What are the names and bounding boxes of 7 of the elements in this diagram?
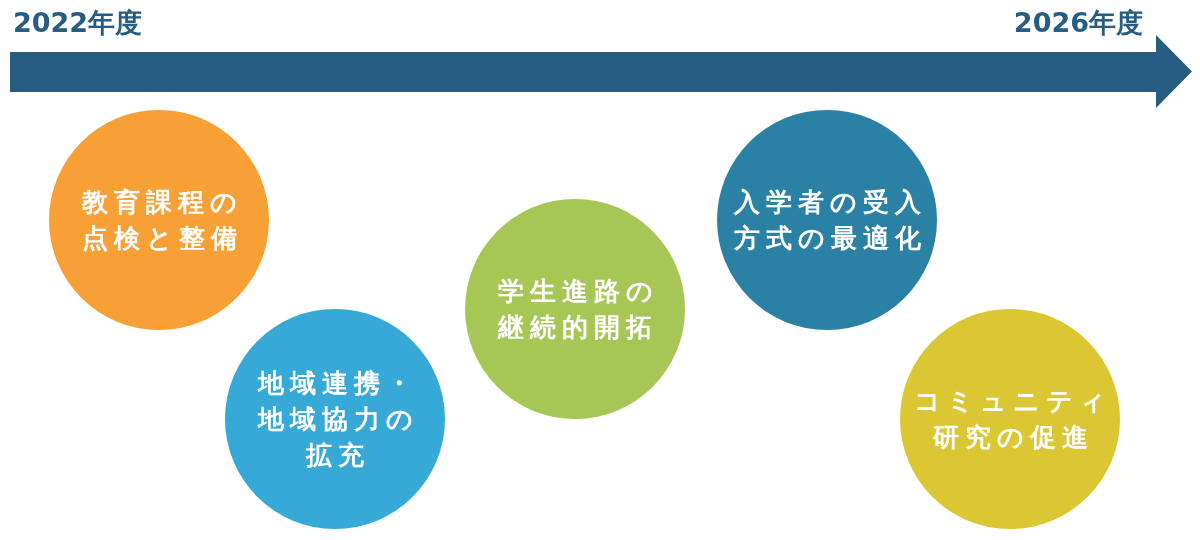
year-label: 2022年度: [13, 6, 143, 40]
goal-text: 教育課程の点検と整備: [80, 186, 244, 255]
goal-text: 入学者の受入方式の最適化: [732, 186, 928, 255]
goal-text: 地域連携・地域協力の拡充: [256, 367, 420, 472]
goal-text: コミュニティ研究の促進: [913, 385, 1113, 454]
year-label: 2026年度: [1013, 6, 1143, 40]
goal-text: 学生進路の継続的開拓: [496, 275, 660, 344]
